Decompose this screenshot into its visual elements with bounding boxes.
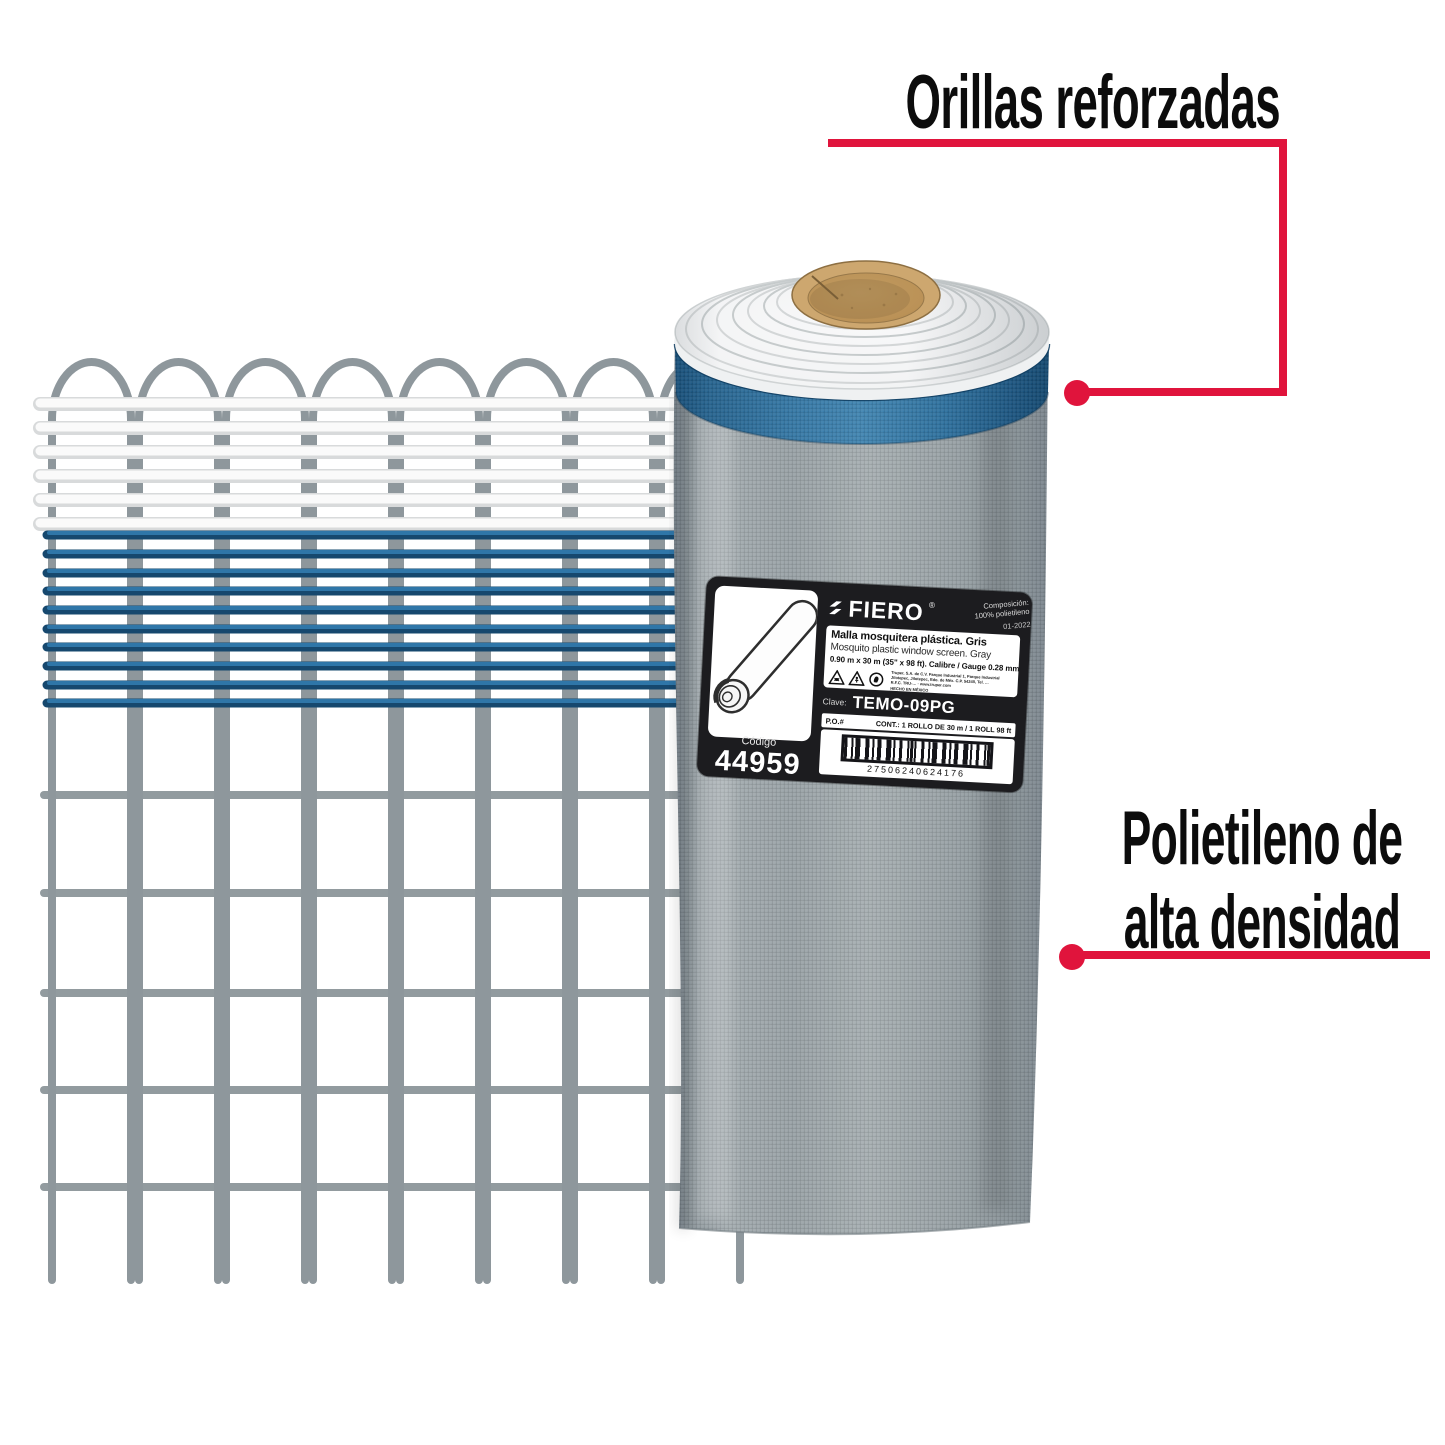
callout-dot-top	[1064, 380, 1090, 406]
roll-top-spiral	[674, 274, 1050, 390]
clave-value: TEMO-09PG	[852, 692, 956, 717]
callout-line-top-pointer	[1077, 388, 1283, 396]
po-number-label: P.O.#	[825, 715, 845, 726]
manufacturer-address: Truper, S.A. de C.V. Parque Industrial 1…	[890, 669, 1000, 693]
roll-body	[673, 336, 1048, 1236]
product-label: Código 44959 FIERO ® Composición: 100% p…	[696, 576, 1033, 793]
roll-graphic	[673, 260, 1051, 1236]
brand-row: FIERO ®	[827, 595, 935, 625]
cardboard-tube	[791, 260, 941, 330]
registered-trademark-symbol: ®	[928, 600, 936, 610]
mesh-white-strands	[33, 397, 707, 531]
clave-label: Clave:	[822, 695, 847, 707]
feature-title-polyethylene: Polietileno de alta densidad	[1057, 797, 1445, 965]
roll-white-band	[675, 332, 1049, 400]
composition-block: Composición: 100% polietileno 01-2022	[953, 598, 1031, 636]
fiero-brand-icon	[829, 601, 842, 615]
feature-title-line: alta densidad	[1123, 880, 1401, 965]
mesh-graphic	[33, 358, 744, 1284]
barcode-panel: 27506240624176	[818, 729, 1015, 785]
callout-line-top-horizontal	[828, 139, 1287, 147]
warning-triangle-person-icon	[848, 670, 865, 686]
warning-icon-row: Truper, S.A. de C.V. Parque Industrial 1…	[828, 667, 1013, 697]
feature-title-line: Polietileno de	[1121, 796, 1403, 881]
description-panel: Malla mosquitera plástica. Gris Mosquito…	[823, 625, 1021, 698]
mesh-grid-horizontal-wires	[40, 791, 704, 1191]
callout-line-bottom	[1062, 951, 1430, 959]
brand-name: FIERO	[847, 595, 925, 626]
callout-dot-bottom	[1059, 944, 1085, 970]
callout-line-top-vertical	[1279, 139, 1287, 396]
codigo-value: 44959	[714, 744, 802, 782]
label-thumbnail-panel	[707, 585, 819, 742]
product-roll-line-art	[713, 599, 819, 714]
warning-triangle-insect-icon	[828, 669, 845, 685]
warning-circle-hand-icon	[869, 672, 884, 687]
feature-title-reinforced-edges: Orillas reforzadas	[905, 60, 1281, 145]
mesh-blue-strands	[42, 530, 705, 708]
